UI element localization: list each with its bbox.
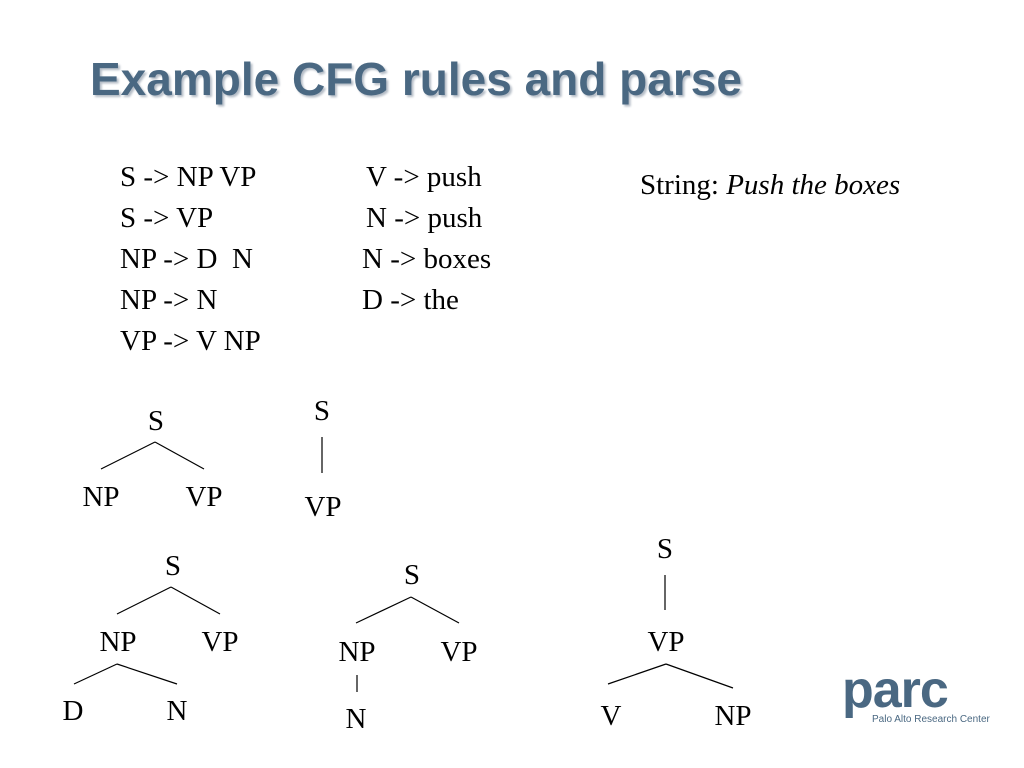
parc-logo: parc Palo Alto Research Center: [842, 664, 990, 728]
tree-node: VP: [185, 481, 222, 513]
slide-title: Example CFG rules and parse: [90, 53, 742, 105]
logo-wordmark: parc: [842, 661, 949, 719]
rule: D -> the: [362, 284, 459, 316]
tree-node: S: [148, 405, 164, 437]
tree-s-np-d-n: S NP VP D N: [63, 550, 239, 727]
string-label: String:: [640, 169, 727, 201]
tree-edge: [665, 663, 734, 689]
tree-edge: [116, 663, 178, 685]
tree-node: V: [601, 700, 622, 732]
tree-edge: [154, 441, 205, 470]
tree-edge: [170, 586, 221, 615]
tree-node: S: [657, 533, 673, 565]
tree-node: S: [165, 550, 181, 582]
tree-s-np-vp: S NP VP: [82, 405, 222, 513]
logo-subtitle: Palo Alto Research Center: [872, 714, 990, 725]
rule: NP -> N: [120, 284, 218, 316]
tree-node: NP: [338, 636, 375, 668]
tree-node: VP: [647, 626, 684, 658]
rule: S -> VP: [120, 202, 214, 234]
tree-node: N: [167, 695, 188, 727]
tree-node: D: [63, 695, 84, 727]
rule: N -> push: [366, 202, 483, 234]
tree-edge: [116, 586, 172, 615]
string-value: Push the boxes: [726, 169, 901, 201]
tree-s-np-n: S NP VP N: [338, 559, 477, 735]
tree-node: NP: [82, 481, 119, 513]
tree-node: S: [314, 395, 330, 427]
tree-edge: [100, 441, 156, 470]
tree-edge: [73, 663, 118, 685]
rule: NP -> D N: [120, 243, 253, 275]
rule: N -> boxes: [362, 243, 492, 275]
tree-node: NP: [99, 626, 136, 658]
tree-node: VP: [304, 491, 341, 523]
tree-node: VP: [201, 626, 238, 658]
tree-s-vp-v-np: S VP V NP: [601, 533, 752, 732]
rule: VP -> V NP: [120, 325, 261, 357]
tree-node: VP: [440, 636, 477, 668]
input-string: String: Push the boxes: [640, 171, 900, 200]
tree-s-vp: S VP: [304, 395, 341, 523]
rule: V -> push: [366, 161, 482, 193]
tree-node: NP: [714, 700, 751, 732]
tree-edge: [410, 596, 460, 624]
tree-edge: [355, 596, 412, 624]
tree-node: S: [404, 559, 420, 591]
rule: S -> NP VP: [120, 161, 257, 193]
tree-edge: [607, 663, 667, 685]
tree-node: N: [346, 703, 367, 735]
